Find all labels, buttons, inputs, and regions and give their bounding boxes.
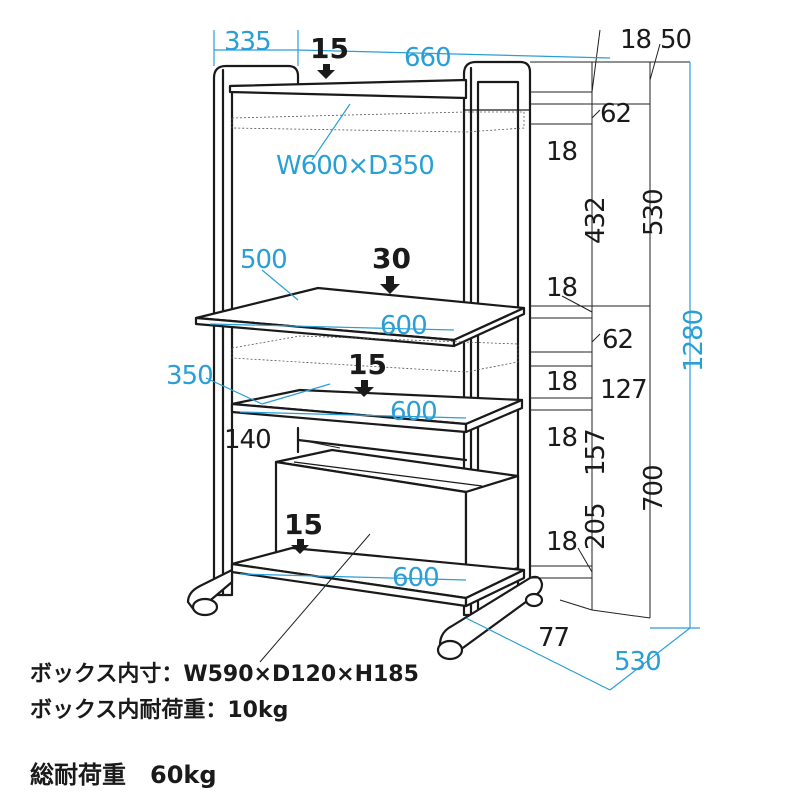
label-140: 140 (224, 425, 271, 455)
label-530-vertical: 530 (639, 189, 669, 236)
label-18-e: 18 (546, 527, 577, 557)
label-50: 50 (660, 25, 691, 55)
leader-box (259, 533, 371, 663)
label-205: 205 (581, 503, 611, 550)
load-arrows (291, 64, 400, 554)
load-desk: 30 (372, 242, 411, 275)
load-arrow-top-icon (317, 64, 335, 79)
label-600-mid: 600 (390, 397, 437, 427)
label-660: 660 (404, 43, 451, 73)
label-62-mid: 62 (602, 325, 633, 355)
load-bottom: 15 (284, 508, 323, 541)
label-18-c: 18 (546, 367, 577, 397)
label-1280: 1280 (679, 310, 709, 372)
label-530-depth: 530 (614, 647, 661, 677)
box-inner-size-caption: ボックス内寸：W590×D120×H185 (30, 662, 419, 687)
label-600-desk: 600 (380, 311, 427, 341)
label-335: 335 (224, 27, 271, 57)
dimension-labels: 335 660 18 50 62 18 432 530 1280 18 62 1… (166, 25, 709, 677)
label-62-top: 62 (600, 99, 631, 129)
label-w600-d350: W600×D350 (276, 151, 434, 181)
box-load-caption: ボックス内耐荷重：10kg (30, 698, 289, 723)
label-700: 700 (639, 465, 669, 512)
load-top: 15 (310, 32, 349, 65)
load-arrow-desk-icon (380, 276, 400, 294)
leader-140 (299, 439, 341, 449)
label-18-a: 18 (546, 137, 577, 167)
label-500: 500 (240, 245, 287, 275)
label-432: 432 (581, 197, 611, 244)
rack-frame (186, 60, 544, 661)
label-350: 350 (166, 361, 213, 391)
black-dimension-lines (530, 29, 690, 619)
label-18-top: 18 (620, 25, 651, 55)
label-18-d: 18 (546, 423, 577, 453)
total-load-caption: 総耐荷重 60kg (30, 761, 217, 789)
label-157: 157 (581, 429, 611, 476)
label-18-b: 18 (546, 273, 577, 303)
load-mid: 15 (348, 348, 387, 381)
blue-dimension-lines (205, 30, 700, 691)
label-77: 77 (538, 623, 569, 653)
top-shelf (228, 78, 468, 100)
label-600-bottom: 600 (392, 563, 439, 593)
load-arrow-bottom-icon (291, 539, 309, 554)
load-arrow-mid-icon (354, 380, 374, 397)
load-labels: 15 30 15 15 (284, 32, 411, 541)
label-127: 127 (600, 375, 647, 405)
